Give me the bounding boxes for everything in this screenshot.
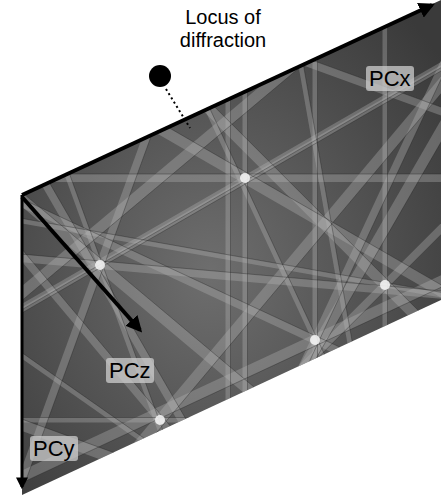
kikuchi-band bbox=[226, 0, 231, 495]
band-edge bbox=[0, 49, 441, 495]
band-edge bbox=[230, 0, 231, 495]
kikuchi-band bbox=[0, 418, 441, 423]
band-edge bbox=[247, 0, 248, 495]
pcz-axis bbox=[22, 197, 140, 330]
band-edge bbox=[0, 0, 342, 495]
diffraction-source-dot bbox=[149, 65, 171, 87]
band-edge bbox=[317, 0, 318, 495]
kikuchi-band bbox=[243, 0, 248, 495]
zone-axis bbox=[310, 335, 320, 345]
leader-line bbox=[166, 89, 190, 128]
kikuchi-band bbox=[313, 0, 318, 495]
band-edge bbox=[0, 96, 441, 495]
pcy-axis bbox=[21, 195, 24, 487]
axis-label: PCz bbox=[106, 358, 154, 383]
zone-axis bbox=[155, 415, 165, 425]
band-edge bbox=[181, 0, 424, 495]
axis-label: PCy bbox=[30, 436, 78, 461]
zone-axis bbox=[240, 173, 250, 183]
band-edge bbox=[0, 200, 441, 322]
zone-axis bbox=[380, 280, 390, 290]
band-edge bbox=[0, 417, 441, 418]
zone-axis bbox=[95, 260, 105, 270]
pcx-axis bbox=[22, 5, 432, 195]
band-edge bbox=[0, 0, 441, 296]
callout-label: Locus of diffraction bbox=[158, 6, 288, 52]
axis-label: PCx bbox=[366, 66, 414, 91]
band-edge bbox=[0, 161, 441, 404]
kikuchi-band bbox=[0, 150, 441, 495]
band-edge bbox=[0, 153, 441, 495]
